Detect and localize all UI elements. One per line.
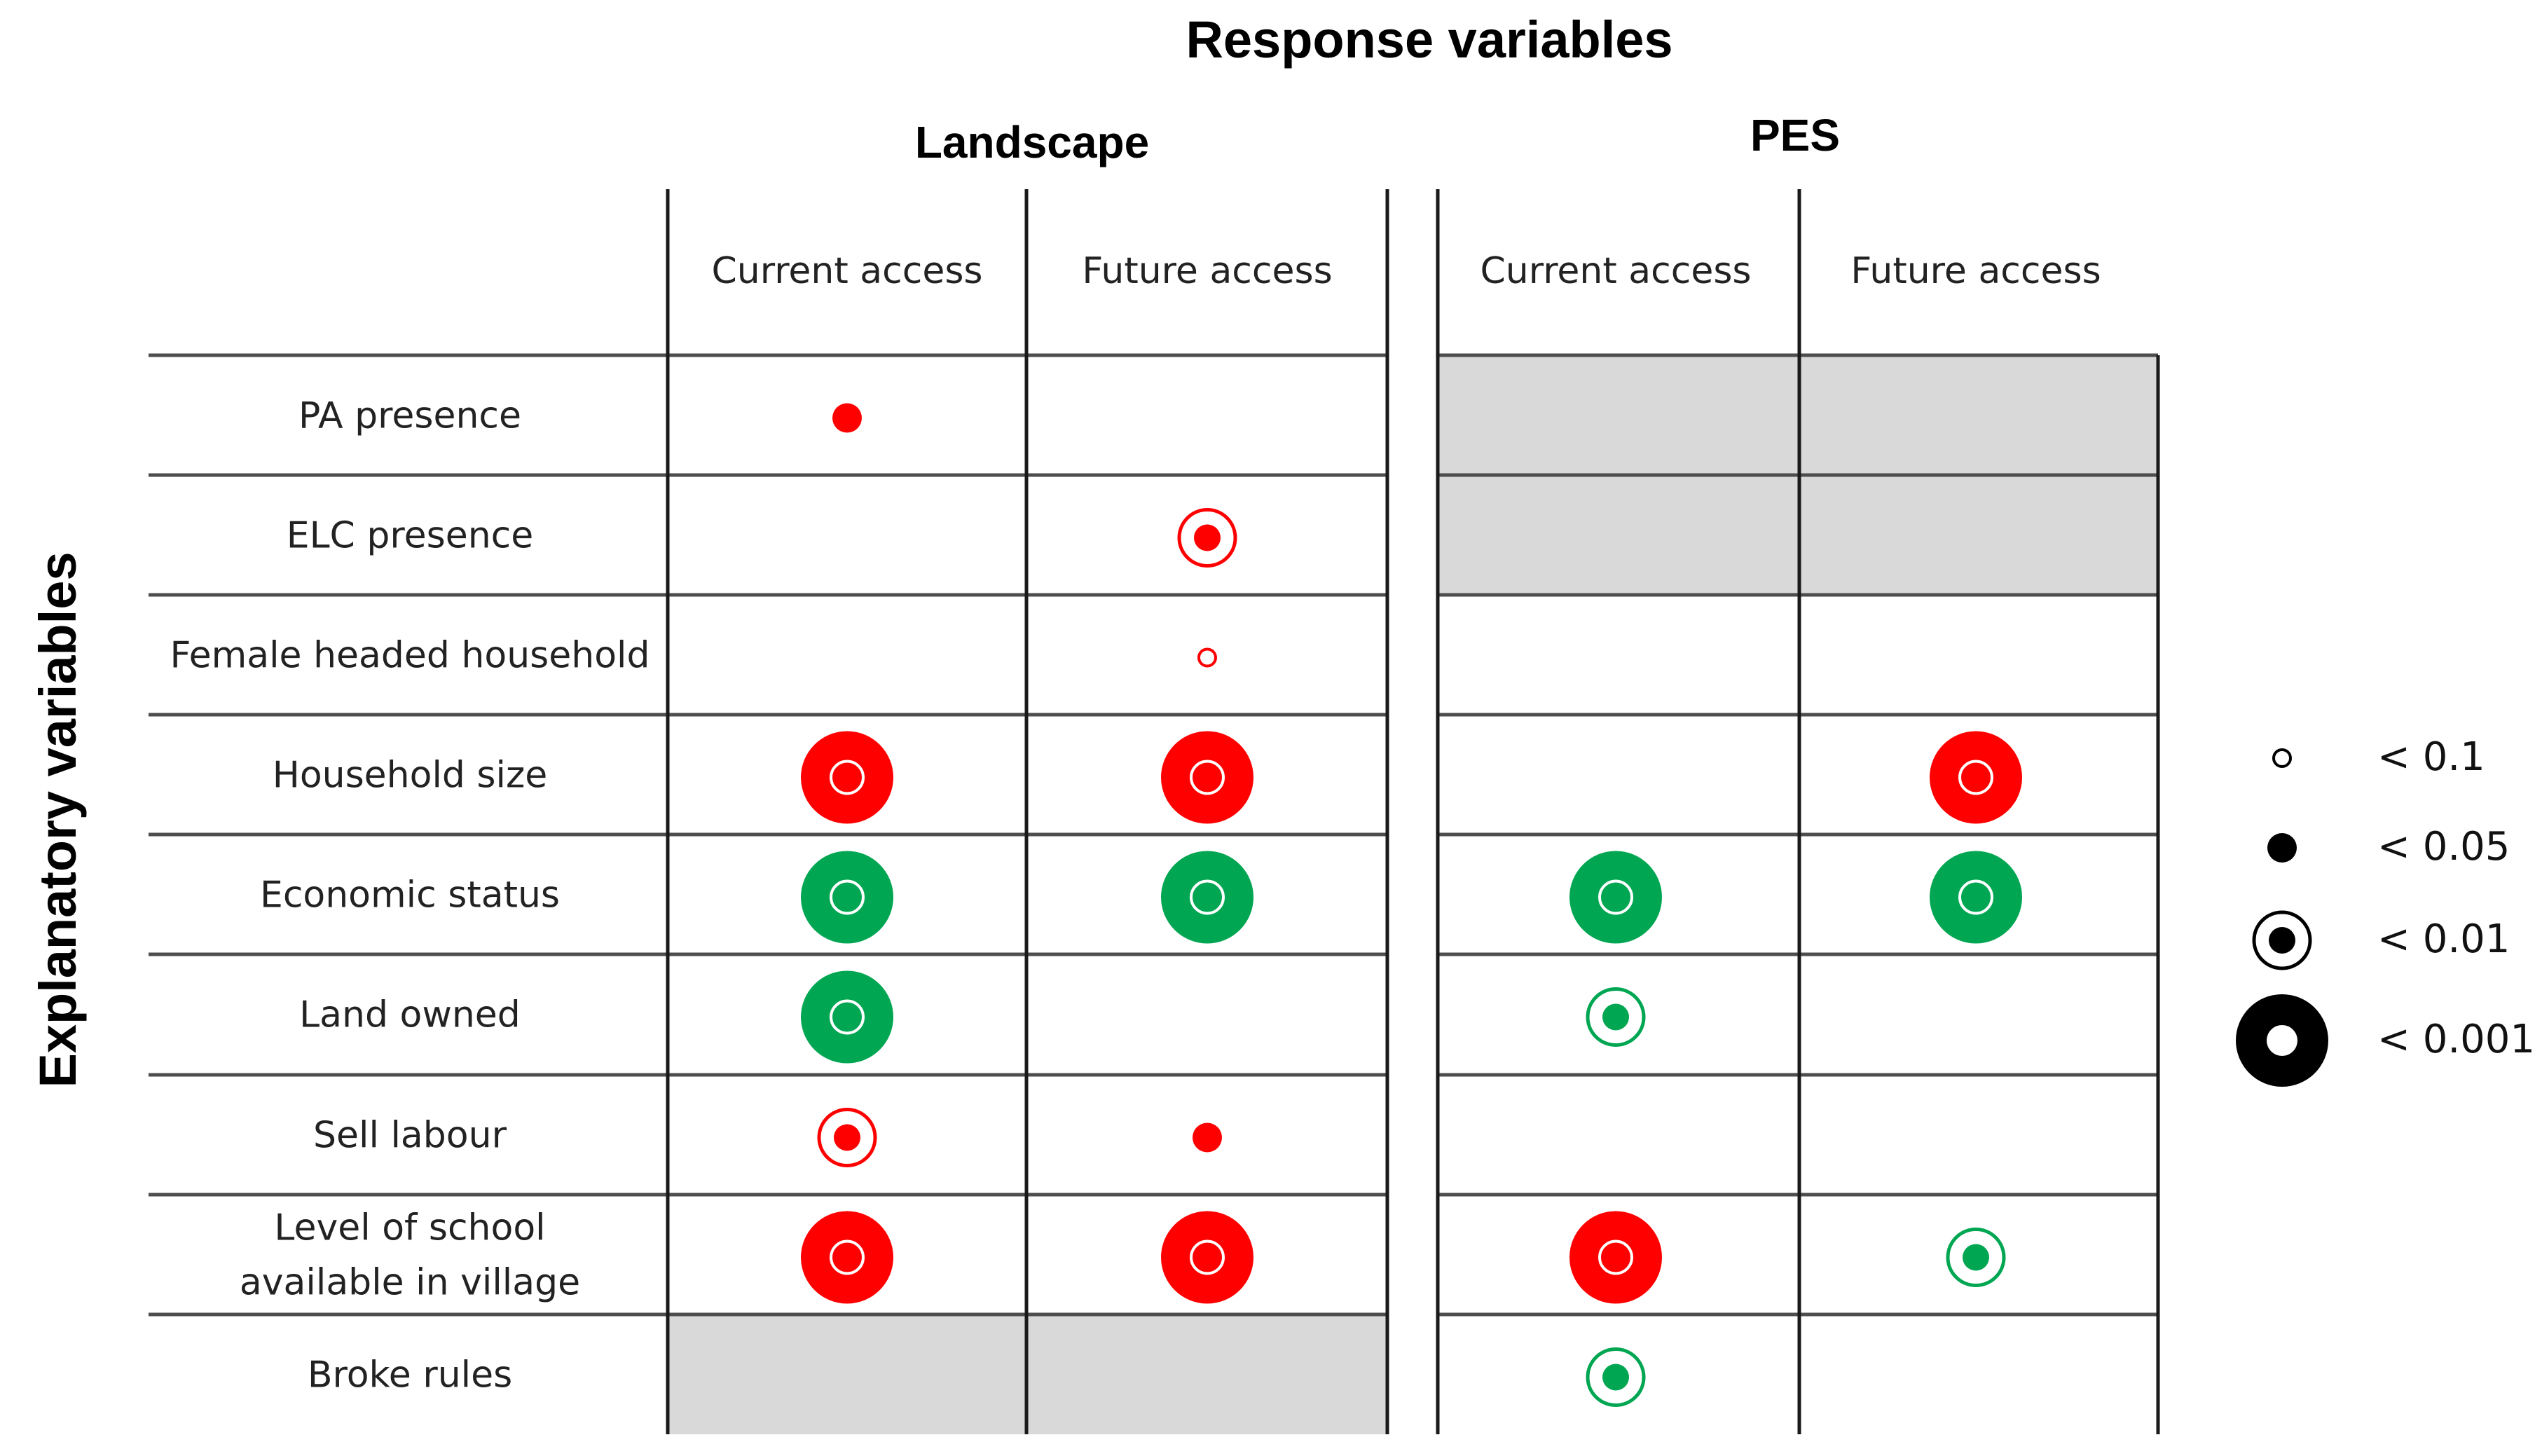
explanatory-variables-title: Explanatory variables [29,551,87,1087]
marker-negative-p001 [801,1211,893,1304]
column-header-pes-future: Future access [1850,250,2101,292]
row-label: Sell labour [313,1115,507,1157]
marker-negative-p001 [1161,1211,1253,1304]
marker-negative-p001 [1930,731,2022,824]
legend-marker-p01 [2252,910,2312,970]
row-label: available in village [240,1262,580,1304]
table-grid [149,189,2160,1434]
legend-label: < 0.1 [2377,734,2485,780]
marker-negative-p001 [801,731,893,824]
row-label: Economic status [260,874,560,916]
marker-positive-p001 [1930,851,2022,944]
marker-negative-p10 [1197,647,1217,668]
not-applicable-cell [1799,475,2158,595]
marker-positive-p01 [1586,1347,1646,1407]
marker-positive-p01 [1586,987,1646,1047]
row-label: Household size [273,755,548,797]
significance-legend: < 0.1 < 0.05 < 0.01 < 0.001 [2236,734,2535,1087]
marker-positive-p001 [1569,851,1662,944]
not-applicable-cell [1438,475,1799,595]
legend-marker-p001 [2236,994,2328,1087]
row-label: Broke rules [308,1354,512,1396]
group-label-pes: PES [1750,110,1840,160]
significance-markers [801,403,2022,1407]
not-applicable-cell [1799,355,2158,475]
marker-negative-p01 [1177,508,1237,568]
row-label: ELC presence [287,515,534,557]
row-label: Female headed household [170,635,650,677]
legend-label: < 0.05 [2377,824,2510,870]
column-header-pes-current: Current access [1480,250,1751,292]
not-applicable-cell [1026,1314,1387,1434]
legend-marker-p10 [2272,748,2292,768]
marker-negative-p05 [1193,1122,1222,1153]
marker-negative-p001 [1569,1211,1662,1304]
legend-label: < 0.01 [2377,916,2510,962]
row-label: Land owned [299,994,521,1036]
marker-negative-p01 [817,1108,877,1167]
not-applicable-cell [1438,355,1799,475]
group-label-landscape: Landscape [915,117,1149,167]
marker-positive-p001 [801,851,893,944]
marker-negative-p001 [1161,731,1253,824]
legend-marker-p05 [2267,833,2297,863]
marker-positive-p001 [1161,851,1253,944]
marker-positive-p01 [1946,1228,2006,1287]
response-variables-title: Response variables [1186,11,1672,69]
column-header-landscape-current: Current access [711,250,982,292]
column-headers: Current access Future access Current acc… [711,250,2101,292]
marker-negative-p05 [832,403,862,433]
row-label: PA presence [298,395,521,437]
not-applicable-cells [668,355,2158,1434]
column-header-landscape-future: Future access [1082,250,1332,292]
marker-positive-p001 [801,970,893,1064]
not-applicable-cell [668,1314,1026,1434]
legend-label: < 0.001 [2377,1017,2535,1062]
row-label: Level of school [274,1207,545,1249]
